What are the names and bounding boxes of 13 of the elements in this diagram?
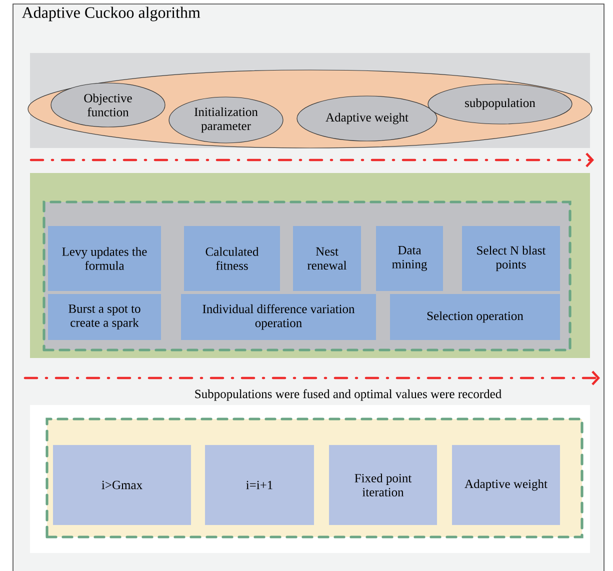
process-box: Individual difference variation operation (181, 294, 376, 340)
process-box: Calculated fitness (184, 226, 280, 291)
process-box: i=i+1 (205, 445, 314, 525)
process-box: Nest renewal (293, 226, 361, 291)
process-box: Selection operation (390, 294, 560, 340)
caption-text: Subpopulations were fused and optimal values were recorded (195, 389, 502, 401)
process-box: Burst a spot to create a spark (48, 294, 161, 340)
process-box: i>Gmax (53, 445, 191, 525)
process-box: Adaptive weight (452, 445, 560, 525)
process-box: Select N blast points (462, 226, 560, 291)
process-box: Levy updates the formula (48, 226, 161, 291)
process-box: Fixed point iteration (329, 445, 437, 525)
process-box: Data mining (376, 226, 443, 291)
